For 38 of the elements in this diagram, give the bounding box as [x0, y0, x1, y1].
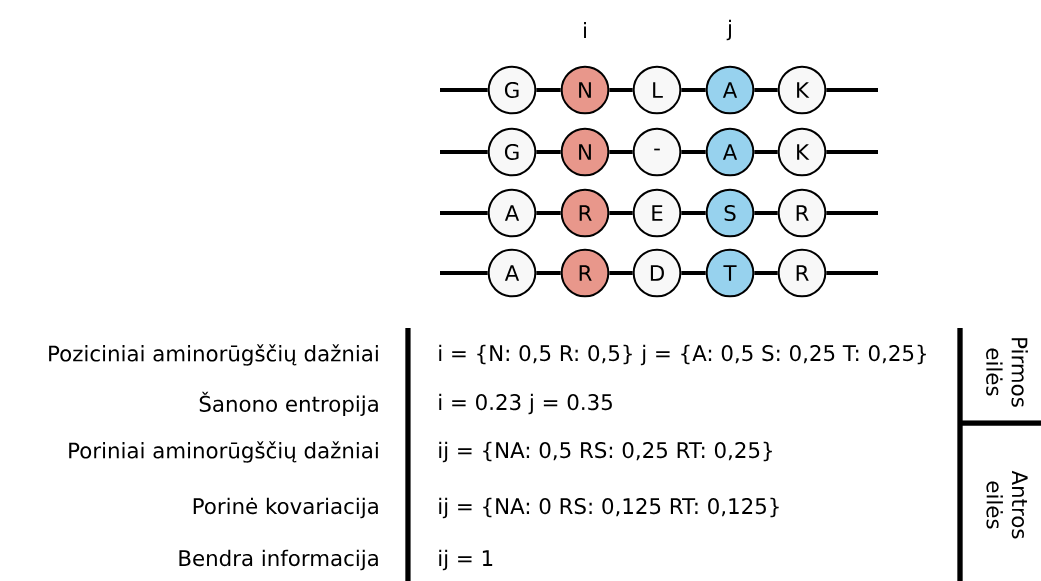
chain-line: [609, 211, 633, 215]
chain-line: [681, 211, 706, 215]
chain-line: [826, 150, 878, 154]
row-label: Bendra informacija: [179, 549, 378, 571]
column-label: i: [584, 21, 586, 39]
section-label: Pirmos eilės: [986, 338, 1028, 407]
chain-line: [609, 88, 633, 92]
chain-line: [826, 271, 878, 275]
chain-line: [536, 271, 561, 275]
chain-line: [536, 211, 561, 215]
chain-line: [754, 88, 778, 92]
chain-line: [754, 211, 778, 215]
chain-line: [440, 150, 488, 154]
chain-line: [440, 271, 488, 275]
chain-line: [681, 271, 706, 275]
value-text: ij = {NA: 0,5 RS: 0,25 RT: 0,25}: [439, 441, 772, 463]
row-label: Porinė kovariacija: [193, 497, 378, 519]
value-text: i = 0.23 j = 0.35: [439, 393, 612, 415]
row-label: Poziciniai aminorūgščių dažniai: [49, 344, 378, 366]
chain-line: [681, 88, 706, 92]
value-text: ij = {NA: 0 RS: 0,125 RT: 0,125}: [439, 497, 779, 519]
chain-line: [609, 150, 633, 154]
row-label: Šanono entropija: [199, 391, 378, 417]
column-label: j: [726, 19, 731, 41]
section-label: Antros eilės: [986, 470, 1028, 539]
chain-line: [536, 150, 561, 154]
value-text: ij = 1: [439, 549, 493, 571]
chain-line: [826, 211, 878, 215]
value-text: i = {N: 0,5 R: 0,5} j = {A: 0,5 S: 0,25 T: 0,25}: [439, 344, 926, 366]
chain-line: [754, 150, 778, 154]
chain-line: [609, 271, 633, 275]
row-label: Poriniai aminorūgščių dažniai: [69, 441, 378, 463]
chain-line: [681, 150, 706, 154]
chain-line: [754, 271, 778, 275]
chain-line: [826, 88, 878, 92]
chain-line: [440, 88, 488, 92]
chain-line: [440, 211, 488, 215]
chain-line: [536, 88, 561, 92]
